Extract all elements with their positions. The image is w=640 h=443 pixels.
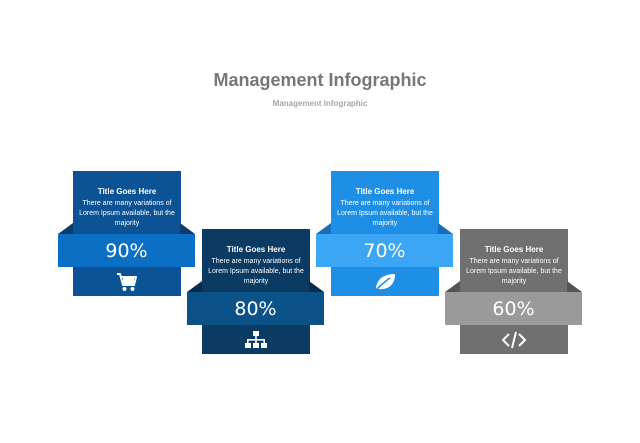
- percent-value: 60%: [492, 297, 535, 320]
- card-icon-panel: [331, 267, 439, 296]
- band-fold-left: [58, 223, 73, 234]
- card-title: Title Goes Here: [226, 245, 286, 254]
- card-top-panel: Title Goes Here There are many variation…: [460, 229, 568, 292]
- band-fold-right: [180, 223, 195, 234]
- info-card-1: Title Goes Here There are many variation…: [58, 171, 195, 296]
- card-title: Title Goes Here: [97, 187, 157, 196]
- band-fold-right: [567, 281, 582, 292]
- card-text: There are many variations of Lorem Ipsum…: [337, 200, 433, 227]
- percent-band: 60%: [445, 292, 582, 325]
- percent-band: 90%: [58, 234, 195, 267]
- page-subtitle: Management Infographic: [272, 99, 368, 108]
- percent-value: 90%: [105, 239, 148, 262]
- card-text: There are many variations of Lorem Ipsum…: [208, 258, 304, 285]
- card-title: Title Goes Here: [355, 187, 415, 196]
- card-top-panel: Title Goes Here There are many variation…: [202, 229, 310, 292]
- leaf-icon: [373, 272, 397, 292]
- card-text: There are many variations of Lorem Ipsum…: [79, 200, 175, 227]
- band-fold-left: [316, 223, 331, 234]
- info-card-3: Title Goes Here There are many variation…: [316, 171, 453, 296]
- percent-value: 70%: [363, 239, 406, 262]
- card-icon-panel: [73, 267, 181, 296]
- card-icon-panel: [202, 325, 310, 354]
- band-fold-left: [187, 281, 202, 292]
- info-card-2: Title Goes Here There are many variation…: [187, 229, 324, 354]
- band-fold-left: [445, 281, 460, 292]
- card-icon-panel: [460, 325, 568, 354]
- band-fold-right: [438, 223, 453, 234]
- percent-value: 80%: [234, 297, 277, 320]
- percent-band: 70%: [316, 234, 453, 267]
- page-title: Management Infographic: [213, 70, 427, 90]
- band-fold-right: [309, 281, 324, 292]
- card-text: There are many variations of Lorem Ipsum…: [466, 258, 562, 285]
- org-chart-icon: [244, 330, 268, 350]
- percent-band: 80%: [187, 292, 324, 325]
- info-card-4: Title Goes Here There are many variation…: [445, 229, 582, 354]
- shopping-cart-icon: [116, 272, 138, 292]
- card-top-panel: Title Goes Here There are many variation…: [331, 171, 439, 234]
- card-title: Title Goes Here: [484, 245, 544, 254]
- card-top-panel: Title Goes Here There are many variation…: [73, 171, 181, 234]
- code-icon: [501, 330, 527, 350]
